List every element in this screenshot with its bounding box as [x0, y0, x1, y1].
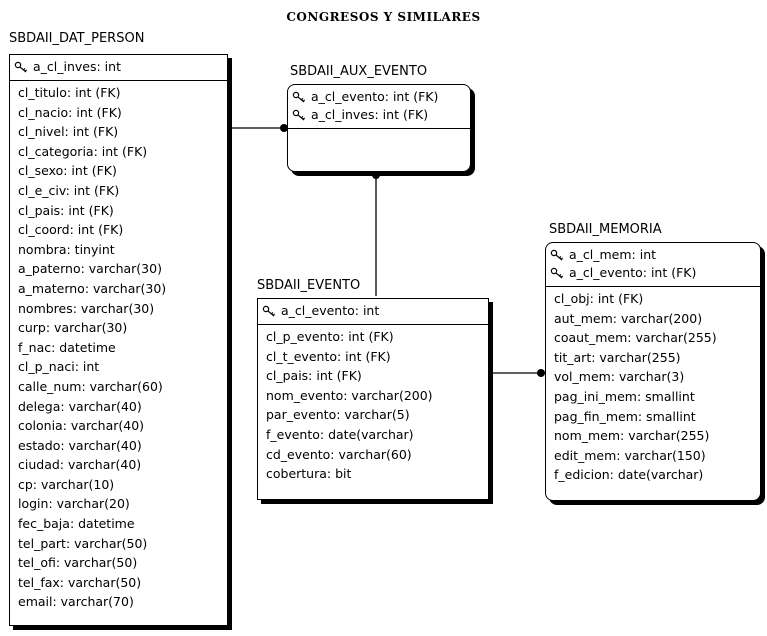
person-attribute-row: estado: varchar(40): [18, 437, 142, 453]
person-attribute-row: cl_p_naci: int: [18, 359, 100, 375]
key-icon: [292, 108, 307, 126]
memoria-attribute-row: vol_mem: varchar(3): [554, 369, 685, 385]
person-attribute-row: delega: varchar(40): [18, 398, 142, 414]
person-attribute-row: tel_ofi: varchar(50): [18, 555, 138, 571]
memoria-pk-section: a_cl_mem: int a_cl_evento: int (FK): [546, 243, 760, 287]
person-attribute-row: a_materno: varchar(30): [18, 280, 167, 296]
person-attribute-row: email: varchar(70): [18, 594, 134, 610]
entity-memoria: a_cl_mem: int a_cl_evento: int (FK) cl_ob…: [545, 242, 761, 501]
evento-attribute-row: cl_t_evento: int (FK): [266, 348, 391, 364]
aux-pk-text: a_cl_evento: int (FK): [311, 89, 439, 104]
memoria-attribute-row: pag_fin_mem: smallint: [554, 408, 696, 424]
entity-person: a_cl_inves: int cl_titulo: int (FK) cl_na…: [9, 54, 228, 626]
key-icon: [550, 248, 565, 266]
evento-attribute-row: cd_evento: varchar(60): [266, 446, 412, 462]
person-attribute-row: cl_coord: int (FK): [18, 222, 124, 238]
person-attribute-row: cl_nacio: int (FK): [18, 104, 122, 120]
key-icon: [292, 90, 307, 108]
rel-aux-evento-dot: [372, 171, 380, 179]
memoria-attribute-row: tit_art: varchar(255): [554, 349, 681, 365]
evento-attribute-row: cl_p_evento: int (FK): [266, 329, 394, 344]
key-icon: [262, 304, 277, 322]
person-attribute-row: tel_fax: varchar(50): [18, 574, 142, 590]
memoria-pk-text: a_cl_mem: int: [569, 247, 657, 262]
diagram-title: CONGRESOS Y SIMILARES: [286, 10, 481, 24]
entity-name-person: SBDAII_DAT_PERSON: [9, 31, 145, 46]
memoria-attribute-row: aut_mem: varchar(200): [554, 310, 703, 326]
person-attribute-row: cl_titulo: int (FK): [18, 85, 121, 100]
evento-attribute-row: cobertura: bit: [266, 466, 352, 482]
person-attribute-row: f_nac: datetime: [18, 339, 116, 355]
person-attribute-row: cl_sexo: int (FK): [18, 163, 117, 179]
person-attribute-row: ciudad: varchar(40): [18, 457, 142, 473]
entity-name-evento: SBDAII_EVENTO: [257, 278, 361, 293]
person-attribute-row: cl_pais: int (FK): [18, 202, 114, 218]
aux-pk-row: a_cl_inves: int (FK): [292, 106, 466, 124]
person-attribute-row: curp: varchar(30): [18, 320, 128, 336]
key-icon: [550, 266, 565, 284]
person-pk-text: a_cl_inves: int: [33, 59, 121, 74]
evento-pk-section: a_cl_evento: int: [258, 299, 488, 325]
person-attribute-row: cl_e_civ: int (FK): [18, 182, 120, 198]
evento-attribute-row: nom_evento: varchar(200): [266, 387, 433, 403]
memoria-attribute-row: nom_mem: varchar(255): [554, 428, 710, 444]
evento-pk-row: a_cl_evento: int: [262, 302, 484, 320]
entity-name-memoria: SBDAII_MEMORIA: [549, 222, 662, 237]
person-attribute-row: colonia: varchar(40): [18, 418, 145, 434]
rel-evento-memoria-dot: [537, 369, 545, 377]
person-attribute-row: a_paterno: varchar(30): [18, 261, 162, 277]
entity-name-aux: SBDAII_AUX_EVENTO: [290, 64, 428, 79]
evento-attribute-row: f_evento: date(varchar): [266, 426, 414, 442]
memoria-attr-section: cl_obj: int (FK) aut_mem: varchar(200) coa…: [546, 287, 760, 489]
entity-evento: a_cl_evento: int cl_p_evento: int (FK)cl…: [257, 298, 489, 500]
memoria-pk-text: a_cl_evento: int (FK): [569, 265, 697, 280]
entity-aux: a_cl_evento: int (FK) a_cl_inves: int (FK…: [287, 84, 471, 172]
memoria-attribute-row: cl_obj: int (FK): [554, 291, 644, 306]
key-icon: [14, 60, 29, 78]
person-attribute-row: cp: varchar(10): [18, 476, 115, 492]
memoria-attribute-row: f_edicion: date(varchar): [554, 467, 704, 483]
person-attribute-row: login: varchar(20): [18, 496, 130, 512]
person-pk-section: a_cl_inves: int: [10, 55, 227, 81]
person-attribute-row: nombres: varchar(30): [18, 300, 155, 316]
person-attribute-row: calle_num: varchar(60): [18, 378, 163, 394]
aux-attr-section: [288, 129, 470, 135]
memoria-attribute-row: pag_ini_mem: smallint: [554, 388, 695, 404]
person-pk-row: a_cl_inves: int: [14, 58, 223, 76]
person-attribute-row: tel_part: varchar(50): [18, 535, 148, 551]
memoria-attribute-row: edit_mem: varchar(150): [554, 447, 706, 463]
person-attr-section: cl_titulo: int (FK) cl_nacio: int (FK) cl_…: [10, 81, 227, 616]
memoria-attribute-row: coaut_mem: varchar(255): [554, 330, 717, 346]
evento-attribute-row: cl_pais: int (FK): [266, 368, 362, 384]
aux-pk-section: a_cl_evento: int (FK) a_cl_inves: int (FK…: [288, 85, 470, 129]
evento-pk-text: a_cl_evento: int: [281, 303, 380, 318]
person-attribute-row: cl_categoria: int (FK): [18, 143, 148, 159]
person-attribute-row: fec_baja: datetime: [18, 516, 135, 532]
person-attribute-row: nombra: tinyint: [18, 241, 115, 257]
memoria-pk-row: a_cl_mem: int: [550, 246, 756, 264]
person-attribute-row: cl_nivel: int (FK): [18, 124, 119, 140]
rel-person-aux-dot: [280, 124, 288, 132]
aux-pk-row: a_cl_evento: int (FK): [292, 88, 466, 106]
evento-attribute-row: par_evento: varchar(5): [266, 407, 410, 423]
memoria-pk-row: a_cl_evento: int (FK): [550, 264, 756, 282]
evento-attr-section: cl_p_evento: int (FK) cl_t_evento: int (F…: [258, 325, 488, 488]
aux-pk-text: a_cl_inves: int (FK): [311, 107, 429, 122]
